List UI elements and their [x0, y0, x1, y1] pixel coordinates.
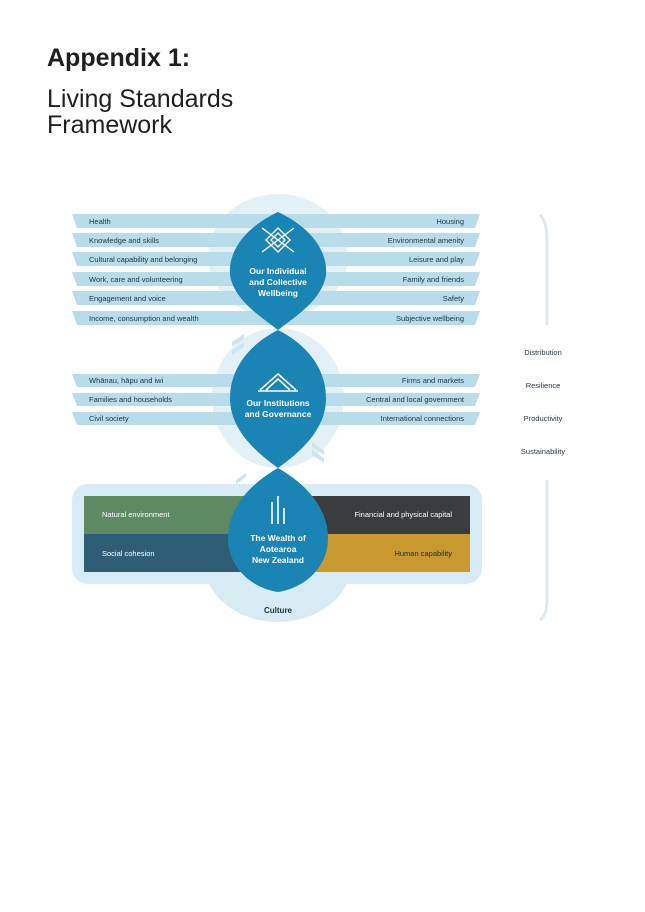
institutions-left-item: Civil society [89, 414, 129, 423]
institutions-left-item: Whānau, hāpu and iwi [89, 376, 164, 385]
dimension-label: Sustainability [521, 447, 565, 456]
growth-bars-icon [271, 496, 285, 524]
wellbeing-left-item: Income, consumption and wealth [89, 314, 199, 323]
dimension-label: Resilience [526, 381, 561, 390]
institutions-left-item: Families and households [89, 395, 172, 404]
human-capability-label: Human capability [394, 549, 452, 558]
framework-subtitle: Living Standards Framework [47, 85, 234, 139]
social-cohesion-label: Social cohesion [102, 549, 155, 558]
institutions-right-item: Central and local government [366, 395, 465, 404]
wellbeing-hub-label: and Collective [249, 277, 307, 287]
wellbeing-hub-label: Wellbeing [258, 288, 298, 298]
institutions-hub [230, 330, 326, 468]
wellbeing-right-item: Housing [436, 217, 464, 226]
wellbeing-right-item: Leisure and play [409, 255, 464, 264]
financial-capital-label: Financial and physical capital [354, 510, 452, 519]
star-weave-icon [261, 227, 295, 253]
wellbeing-right-item: Environmental amenity [388, 236, 465, 245]
bracket-bottom [539, 480, 549, 622]
institutions-right-item: Firms and markets [402, 376, 464, 385]
institutions-hub-label: Our Institutions [246, 398, 310, 408]
institutions-right-item: International connections [381, 414, 465, 423]
wealth-hub-label: The Wealth of [250, 533, 306, 543]
wellbeing-left-item: Cultural capability and belonging [89, 255, 197, 264]
wellbeing-right-item: Subjective wellbeing [396, 314, 464, 323]
page-heading: Appendix 1: Living Standards Framework [47, 44, 277, 138]
wellbeing-left-item: Engagement and voice [89, 294, 166, 303]
wealth-hub [228, 468, 328, 592]
institutions-hub-label: and Governance [245, 409, 312, 419]
wellbeing-left-item: Health [89, 217, 111, 226]
roof-peak-icon [258, 372, 298, 392]
wellbeing-right-item: Family and friends [403, 275, 465, 284]
wellbeing-hub [229, 212, 327, 330]
wellbeing-left-item: Knowledge and skills [89, 236, 159, 245]
culture-label: Culture [264, 606, 293, 615]
dimension-label: Distribution [524, 348, 562, 357]
dimension-label: Productivity [524, 414, 563, 423]
bracket-top [538, 213, 549, 325]
wealth-hub-label: Aotearoa [260, 544, 297, 554]
wellbeing-hub-label: Our Individual [249, 266, 306, 276]
wellbeing-right-item: Safety [443, 294, 465, 303]
appendix-title: Appendix 1: [47, 44, 191, 72]
wellbeing-left-item: Work, care and volunteering [89, 275, 183, 284]
wealth-hub-label: New Zealand [252, 555, 304, 565]
chevron-connectors [232, 334, 324, 484]
natural-environment-label: Natural environment [102, 510, 170, 519]
institutions-bands [72, 374, 480, 425]
